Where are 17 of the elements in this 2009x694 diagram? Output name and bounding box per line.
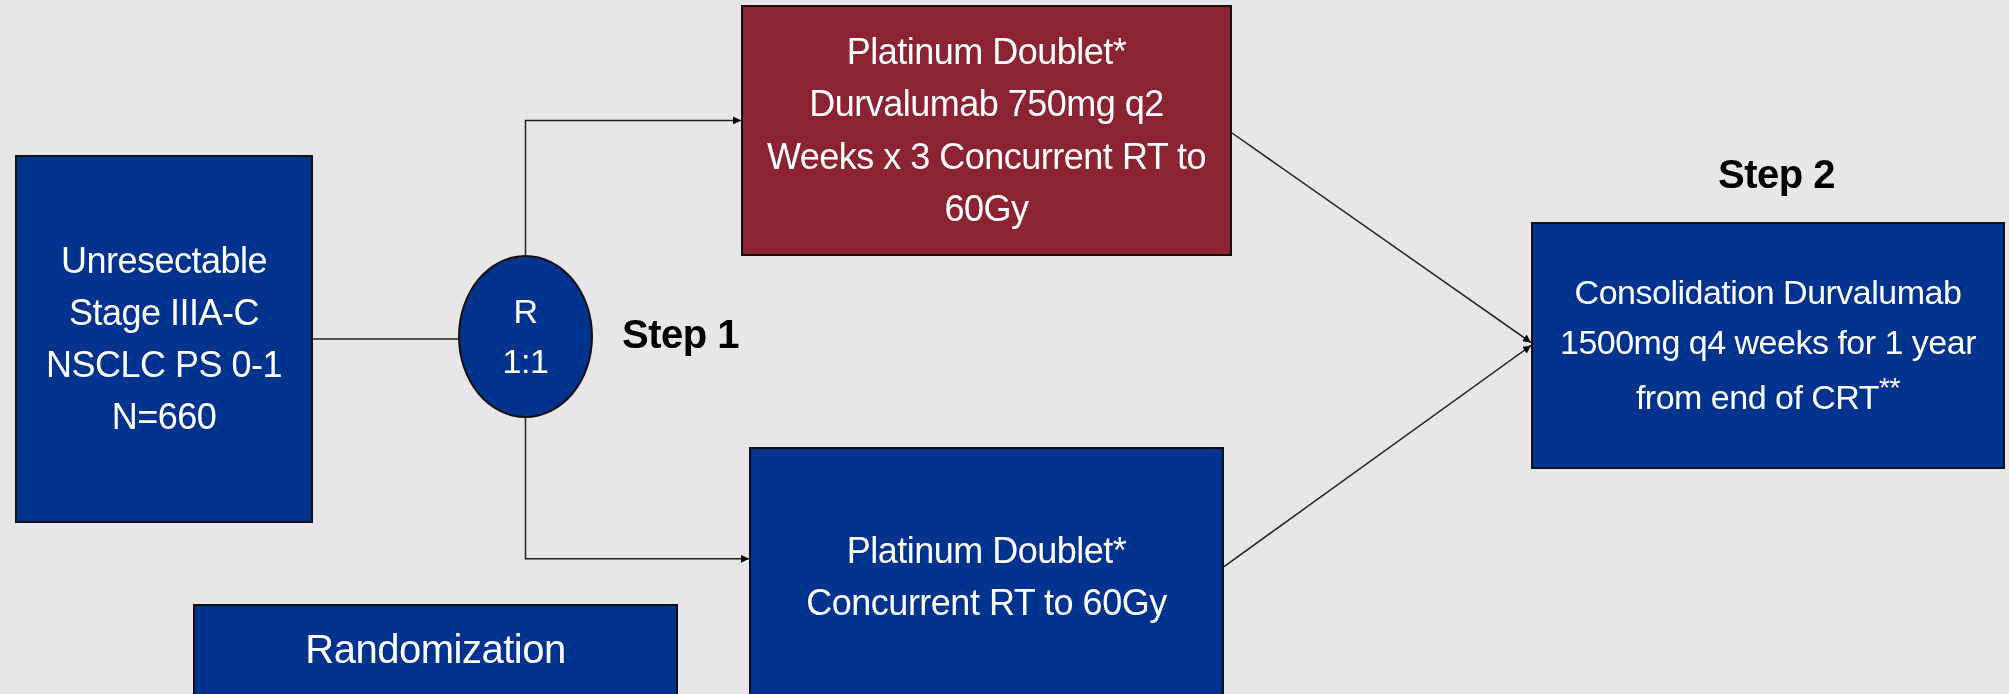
node-text: R 1:1 xyxy=(501,291,550,382)
node-text: Platinum Doublet* Concurrent RT to 60Gy xyxy=(805,528,1168,625)
node-text: Unresectable Stage IIIA-C NSCLC PS 0-1 N=660 xyxy=(44,238,284,440)
process-box xyxy=(193,604,678,694)
process-box xyxy=(1531,222,2005,469)
arrow xyxy=(1231,132,1532,344)
process-box xyxy=(15,155,313,523)
node-text: Platinum Doublet* Durvalumab 750mg q2 Weeks x 3 Concurrent RT to 60Gy xyxy=(765,30,1208,231)
process-box xyxy=(741,5,1232,256)
step-label: Step 1 xyxy=(622,312,740,357)
process-box xyxy=(749,447,1224,694)
arrow xyxy=(524,417,750,563)
arrow xyxy=(1223,344,1532,568)
arrow xyxy=(524,116,742,256)
step-label: Step 2 xyxy=(1718,152,1836,197)
node-text: Consolidation Durvalumab 1500mg q4 weeks for 1 year from end of CRT$^{**}$ xyxy=(1559,272,1977,419)
node-text: Randomization xyxy=(305,626,566,673)
